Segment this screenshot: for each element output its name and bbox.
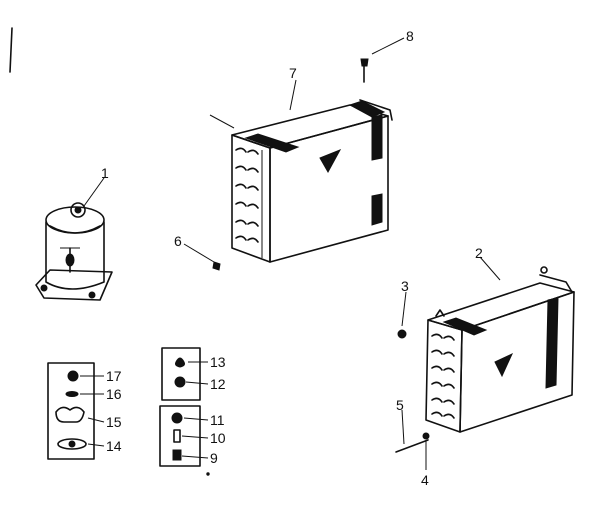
- part-14[interactable]: [57, 438, 87, 450]
- parts-card-12-13: [161, 347, 201, 401]
- callout-3: 3: [401, 278, 409, 294]
- callout-12: 12: [210, 376, 226, 392]
- part-17[interactable]: [67, 370, 79, 382]
- margin-line: [9, 27, 13, 73]
- part-11[interactable]: [171, 412, 183, 424]
- part-12[interactable]: [174, 376, 186, 388]
- evaporator-tube-bends: [235, 147, 259, 243]
- part-16[interactable]: [65, 391, 79, 397]
- parts-card-14-17: [47, 362, 95, 460]
- screw-part-8[interactable]: [360, 58, 369, 83]
- callout-14: 14: [106, 438, 122, 454]
- parts-card-9-11: [159, 405, 201, 467]
- condenser-tube-bends: [431, 333, 455, 419]
- condenser-coil[interactable]: [425, 266, 575, 433]
- callout-2: 2: [475, 245, 483, 261]
- part-9[interactable]: [172, 449, 182, 461]
- callout-7: 7: [289, 65, 297, 81]
- callout-16: 16: [106, 386, 122, 402]
- part-13[interactable]: [175, 357, 185, 368]
- callout-11: 11: [210, 412, 225, 428]
- part-10[interactable]: [173, 429, 181, 443]
- callout-4: 4: [421, 472, 429, 488]
- screw-part-6[interactable]: [212, 261, 221, 271]
- callout-10: 10: [210, 430, 226, 446]
- callout-5: 5: [396, 397, 404, 413]
- screw-part-3[interactable]: [397, 329, 407, 339]
- fitting-part-4[interactable]: [422, 432, 430, 440]
- compressor[interactable]: [35, 202, 113, 301]
- callout-6: 6: [174, 233, 182, 249]
- leader-lines: [80, 37, 501, 470]
- part-15[interactable]: [55, 406, 85, 423]
- callout-17: 17: [106, 368, 122, 384]
- callout-13: 13: [210, 354, 226, 370]
- callout-1: 1: [101, 165, 109, 181]
- callout-8: 8: [406, 28, 414, 44]
- callout-15: 15: [106, 414, 122, 430]
- scan-dot: [206, 472, 210, 476]
- tube-part-5[interactable]: [395, 439, 429, 453]
- callout-9: 9: [210, 450, 218, 466]
- evaporator-coil[interactable]: [209, 99, 393, 263]
